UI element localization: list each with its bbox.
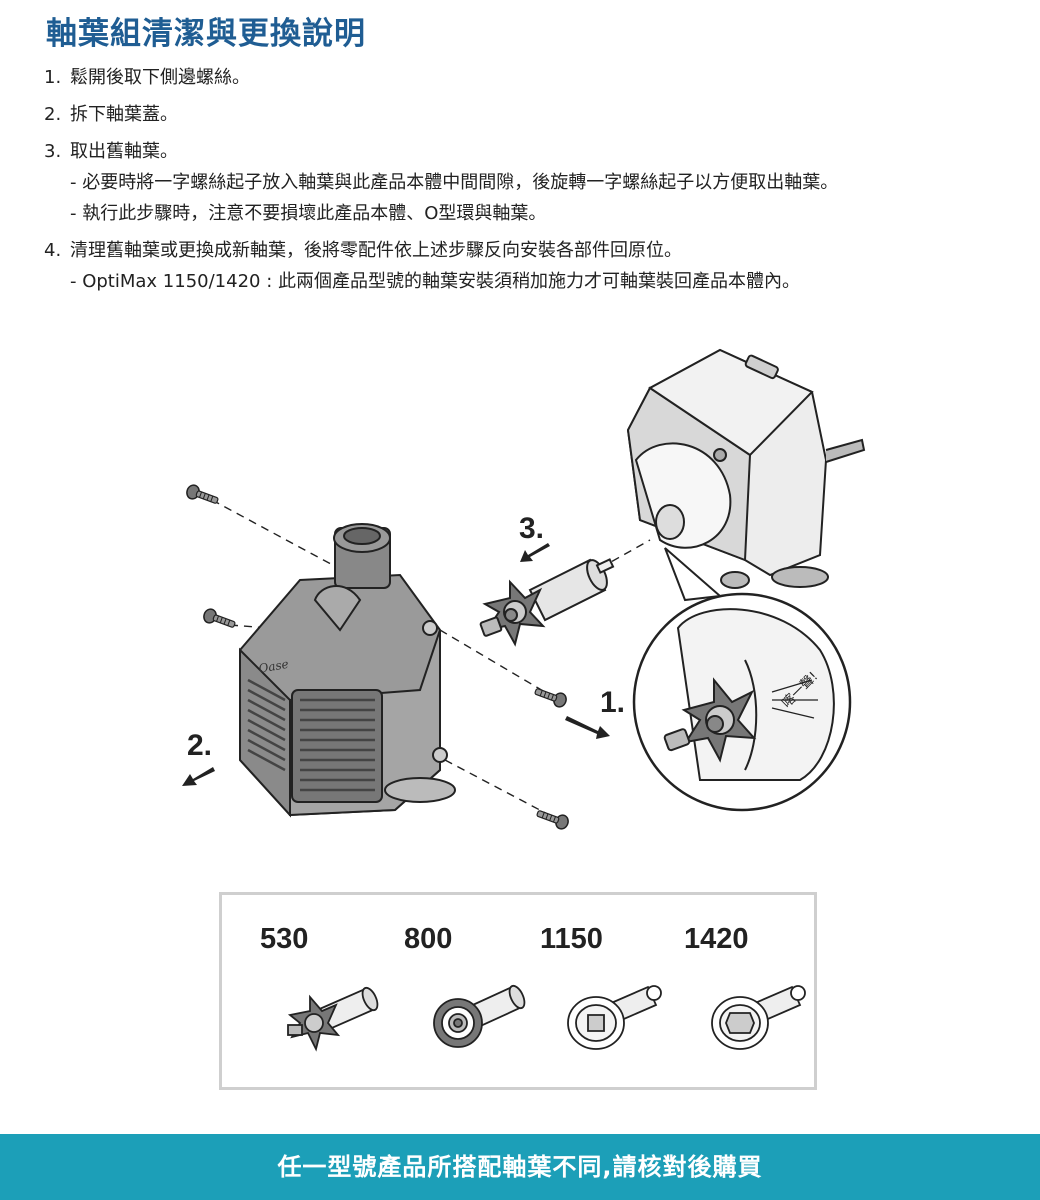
step-note: - 必要時將一字螺絲起子放入軸葉與此產品本體中間間隙，後旋轉一字螺絲起子以方便取…	[70, 172, 839, 193]
screw-icon	[201, 606, 238, 633]
shaft-opening	[634, 442, 732, 549]
variant-530: 530	[260, 923, 400, 1052]
instruction-steps: 1. 鬆開後取下側邊螺絲。 2. 拆下軸葉蓋。 3. 取出舊軸葉。 - 必要時將一字螺…	[44, 62, 1024, 297]
screw-icon	[534, 805, 571, 832]
variant-label: 1150	[540, 923, 603, 955]
step-2: 2. 拆下軸葉蓋。	[44, 99, 1024, 130]
impeller-cover	[239, 523, 456, 818]
step-number: 3.	[44, 141, 62, 162]
variant-label: 800	[404, 923, 453, 955]
step-4: 4. 清理舊軸葉或更換成新軸葉，後將零配件依上述步驟反向安裝各部件回原位。 - O…	[44, 235, 1024, 297]
step-number: 1.	[44, 67, 62, 88]
step-text: 拆下軸葉蓋。	[70, 104, 178, 125]
step-text: 清理舊軸葉或更換成新軸葉，後將零配件依上述步驟反向安裝各部件回原位。	[70, 240, 682, 261]
step-label-3: 3.	[519, 512, 544, 545]
brand-logo: Oase	[257, 657, 289, 676]
impeller-530-icon	[287, 986, 379, 1052]
variant-label: 530	[260, 923, 309, 955]
direction-arrows	[182, 543, 610, 786]
disassembly-diagram: Oase 喀一聲! 3. 1. 2.	[182, 348, 866, 832]
step-label-1: 1.	[600, 686, 625, 719]
impeller-800-icon	[433, 984, 526, 1048]
step-1: 1. 鬆開後取下側邊螺絲。	[44, 62, 1024, 93]
impeller-rotor	[479, 558, 615, 647]
step-number: 4.	[44, 240, 62, 261]
step-label-2: 2.	[187, 729, 212, 762]
footer-banner: 任一型號產品所搭配軸葉不同,請核對後購買	[0, 1134, 1040, 1200]
step-3: 3. 取出舊軸葉。 - 必要時將一字螺絲起子放入軸葉與此產品本體中間間隙，後旋轉一…	[44, 136, 1024, 229]
variant-800: 800	[404, 923, 544, 1048]
variant-1150: 1150	[540, 923, 680, 1050]
screw-icon	[184, 482, 221, 509]
step-note: - 執行此步驟時，注意不要損壞此產品本體、O型環與軸葉。	[70, 203, 547, 224]
impeller-variants-panel: 530 800 1150	[219, 892, 817, 1090]
page-title: 軸葉組清潔與更換說明	[46, 16, 366, 52]
impeller-1150-icon	[567, 985, 662, 1050]
step-number: 2.	[44, 104, 62, 125]
variant-label: 1420	[684, 923, 749, 955]
variant-1420: 1420	[684, 923, 824, 1050]
impeller-1420-icon	[711, 985, 806, 1050]
step-text: 取出舊軸葉。	[70, 141, 178, 162]
detail-callout: 喀一聲!	[632, 547, 852, 812]
step-note: - OptiMax 1150/1420 : 此兩個產品型號的軸葉安裝須稍加施力才…	[70, 271, 800, 292]
step-text: 鬆開後取下側邊螺絲。	[70, 67, 250, 88]
